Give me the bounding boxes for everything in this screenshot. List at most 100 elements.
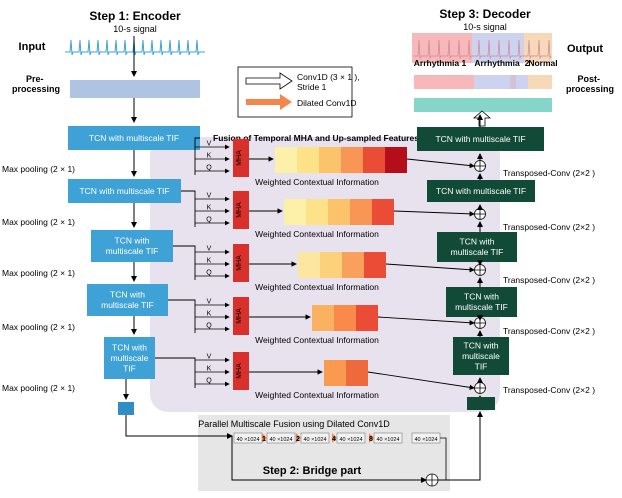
bridge-block-label: 40 ×1024 xyxy=(236,437,259,443)
skip-connection-line xyxy=(194,137,200,175)
qkv-label: Q xyxy=(206,270,212,277)
weighted-context-cell xyxy=(346,360,368,386)
qkv-label: K xyxy=(207,258,212,265)
weighted-context-cell xyxy=(341,147,363,173)
decoder-plus-cross xyxy=(474,264,486,276)
skip-connection-line xyxy=(181,190,196,227)
decoder-plus-cross xyxy=(474,160,486,172)
weighted-context-label: Weighted Contextual Information xyxy=(255,177,379,187)
weighted-context-cell xyxy=(372,199,394,225)
dilated-conv-arrow xyxy=(332,433,337,443)
segment-label-2: Arrhythmia xyxy=(474,58,520,68)
input-label: Input xyxy=(19,41,46,53)
encoder-tcn-block xyxy=(104,337,155,379)
weighted-context-cell xyxy=(356,305,378,331)
bridge-plus-cross xyxy=(426,474,438,486)
weighted-context-label: Weighted Contextual Information xyxy=(255,335,379,345)
mha-label: MHA xyxy=(236,363,243,379)
ecg-signal xyxy=(65,39,205,56)
encoder-tcn-label: TCN with multiscale TIF xyxy=(79,186,169,196)
weighted-context-label: Weighted Contextual Information xyxy=(255,229,379,239)
postprocessing-bars xyxy=(414,75,552,112)
postprocessing-label: Post- processing xyxy=(566,74,614,94)
transposed-conv-label: Transposed-Conv (2×2 ) xyxy=(503,168,595,178)
preprocessing-block xyxy=(70,80,200,98)
mha-label: MHA xyxy=(236,308,243,324)
weighted-context-label: Weighted Contextual Information xyxy=(255,282,379,292)
encoder-tcn-block xyxy=(68,179,181,203)
bridge-blocks: 40 ×1024 40 ×1024 40 ×1024 40 ×1024 40 ×1024… xyxy=(233,432,447,481)
decoder-tcn-block xyxy=(453,337,509,375)
decoder-tcn-block xyxy=(446,287,517,317)
dilated-conv-arrow xyxy=(369,433,374,443)
weighted-context-cell xyxy=(319,147,341,173)
bridge-block-label: 40 ×1024 xyxy=(339,437,362,443)
bridge-output-arrow xyxy=(438,411,483,481)
qkv-label: V xyxy=(207,141,212,148)
decoder-bottleneck-block xyxy=(467,397,495,410)
preprocessing-line-2: processing xyxy=(12,84,60,94)
legend-dilated-arrow-icon xyxy=(246,94,292,110)
mha-label: MHA xyxy=(236,150,243,166)
skip-connection-line xyxy=(173,245,196,280)
weighted-context-cell xyxy=(342,252,364,278)
transposed-conv-label: Transposed-Conv (2×2 ) xyxy=(503,275,595,285)
weighted-context-cell xyxy=(350,199,372,225)
dilated-conv-arrow xyxy=(262,433,267,443)
qkv-label: V xyxy=(207,299,212,306)
weighted-context-cell xyxy=(328,199,350,225)
qkv-label: V xyxy=(207,193,212,200)
weighted-context-cell xyxy=(364,252,386,278)
encoder-bottleneck-block xyxy=(118,402,134,415)
weighted-context-cell xyxy=(363,147,385,173)
qkv-label: Q xyxy=(206,378,212,385)
bridge-block-label: 40 ×1024 xyxy=(269,437,292,443)
decoder-tcn-block xyxy=(417,127,544,151)
fusion-to-decoder-arrow xyxy=(367,371,475,390)
bridge-block-label: 40 ×1024 xyxy=(376,437,399,443)
decoder-tcn-label: TCN with multiscale TIF xyxy=(435,134,525,144)
encoder-tcn-block xyxy=(68,126,200,150)
mha-label: MHA xyxy=(236,202,243,218)
segment-label-1: Arrhythmia 1 xyxy=(414,58,467,68)
bridge-background xyxy=(198,415,450,491)
mha-block xyxy=(233,352,249,390)
legend-conv-arrow-icon xyxy=(245,72,293,90)
qkv-label: K xyxy=(207,153,212,160)
encoder-tcn-block xyxy=(87,284,168,316)
qkv-label: V xyxy=(207,354,212,361)
weighted-context-cell xyxy=(324,360,346,386)
weighted-context-cell xyxy=(334,305,356,331)
decoder-plus-cross xyxy=(474,208,486,220)
dilation-rate-label: 8 xyxy=(369,436,373,443)
legend-conv-line-2: Stride 1 xyxy=(297,82,327,92)
decoder-column: TCN with multiscale TIF Transposed-Conv (… xyxy=(417,114,595,401)
qkv-label: K xyxy=(207,205,212,212)
dilation-rate-label: 1 xyxy=(262,436,266,443)
weighted-context-cell xyxy=(297,147,319,173)
weighted-context-cell xyxy=(320,252,342,278)
encoder-tcn-label: TCN with multiscale TIF xyxy=(89,133,179,143)
postprocessing-line-1: Post- xyxy=(577,74,600,84)
max-pooling-label: Max pooling (2 × 1) xyxy=(2,383,75,393)
fusion-to-decoder-arrow xyxy=(385,263,475,273)
qkv-label: V xyxy=(207,246,212,253)
segment-label-3: 2 xyxy=(525,58,530,68)
dilation-rate-label: 2 xyxy=(296,436,300,443)
mha-block xyxy=(233,191,249,229)
weighted-context-cell xyxy=(275,147,297,173)
encoder-column: TCN with multiscale TIF Max pooling (2 × … xyxy=(2,36,200,400)
bridge-bypass-line xyxy=(231,436,427,483)
skip-connection-line xyxy=(155,357,196,388)
bridge-block-label: 40 ×1024 xyxy=(414,437,437,443)
fusion-to-decoder-arrow xyxy=(393,210,475,217)
bridge-step-label: Step 2: Bridge part xyxy=(263,465,362,477)
bridge-input-arrow xyxy=(125,415,233,439)
mha-block xyxy=(233,297,249,335)
decoder-plus-cross xyxy=(474,382,486,394)
postprocessing-arrow xyxy=(472,110,492,127)
encoder-tcn-block xyxy=(91,230,173,262)
